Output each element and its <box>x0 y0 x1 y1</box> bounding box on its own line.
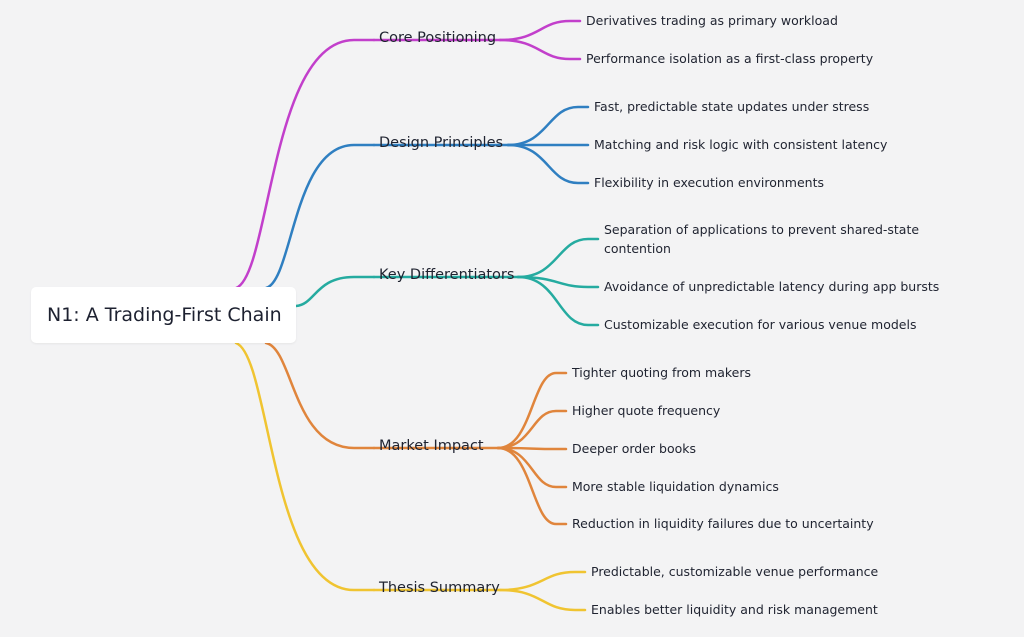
leaf-connector <box>496 446 568 489</box>
leaf-connector <box>516 237 600 279</box>
root-connector <box>264 341 376 450</box>
leaf-connector <box>506 143 590 185</box>
leaf-connector <box>496 371 568 450</box>
leaf-node[interactable]: Predictable, customizable venue performa… <box>591 564 879 579</box>
leaf-connector <box>498 38 582 61</box>
leaf-node[interactable]: Reduction in liquidity failures due to u… <box>572 516 874 531</box>
leaf-node[interactable]: Separation of applications to prevent sh… <box>604 222 920 256</box>
leaf-connector <box>498 19 582 42</box>
leaf-node[interactable]: Enables better liquidity and risk manage… <box>591 602 878 617</box>
leaf-connector <box>516 275 600 289</box>
branch-thesis-summary[interactable]: Thesis Summary <box>379 580 500 596</box>
branch-market-impact[interactable]: Market Impact <box>379 438 484 454</box>
leaf-connector <box>516 275 600 327</box>
leaf-connector <box>498 588 587 612</box>
leaf-node[interactable]: Deeper order books <box>572 441 697 456</box>
root-connector <box>234 38 376 290</box>
leaf-node[interactable]: Tighter quoting from makers <box>572 365 752 380</box>
leaf-node[interactable]: Matching and risk logic with consistent … <box>594 137 888 152</box>
leaf-connector <box>506 105 590 147</box>
root-node[interactable]: N1: A Trading-First Chain <box>31 287 296 343</box>
root-connector <box>294 275 376 308</box>
leaf-connector <box>496 409 568 450</box>
leaf-connector <box>498 570 587 592</box>
branch-key-differentiators[interactable]: Key Differentiators <box>379 267 515 283</box>
leaf-node[interactable]: Fast, predictable state updates under st… <box>594 99 870 114</box>
leaf-node[interactable]: Customizable execution for various venue… <box>604 317 917 332</box>
leaf-node[interactable]: Performance isolation as a first-class p… <box>586 51 874 66</box>
branch-design-principles[interactable]: Design Principles <box>379 135 504 151</box>
root-connector <box>264 143 376 290</box>
leaf-node[interactable]: Higher quote frequency <box>572 403 721 418</box>
leaf-node[interactable]: More stable liquidation dynamics <box>572 479 779 494</box>
leaf-connector <box>496 446 568 526</box>
root-connector <box>234 341 376 592</box>
leaf-node[interactable]: Flexibility in execution environments <box>594 175 825 190</box>
branch-core-positioning[interactable]: Core Positioning <box>379 30 497 46</box>
root-label: N1: A Trading-First Chain <box>47 304 282 326</box>
leaf-node[interactable]: Avoidance of unpredictable latency durin… <box>604 279 940 294</box>
leaf-node[interactable]: Derivatives trading as primary workload <box>586 13 838 28</box>
